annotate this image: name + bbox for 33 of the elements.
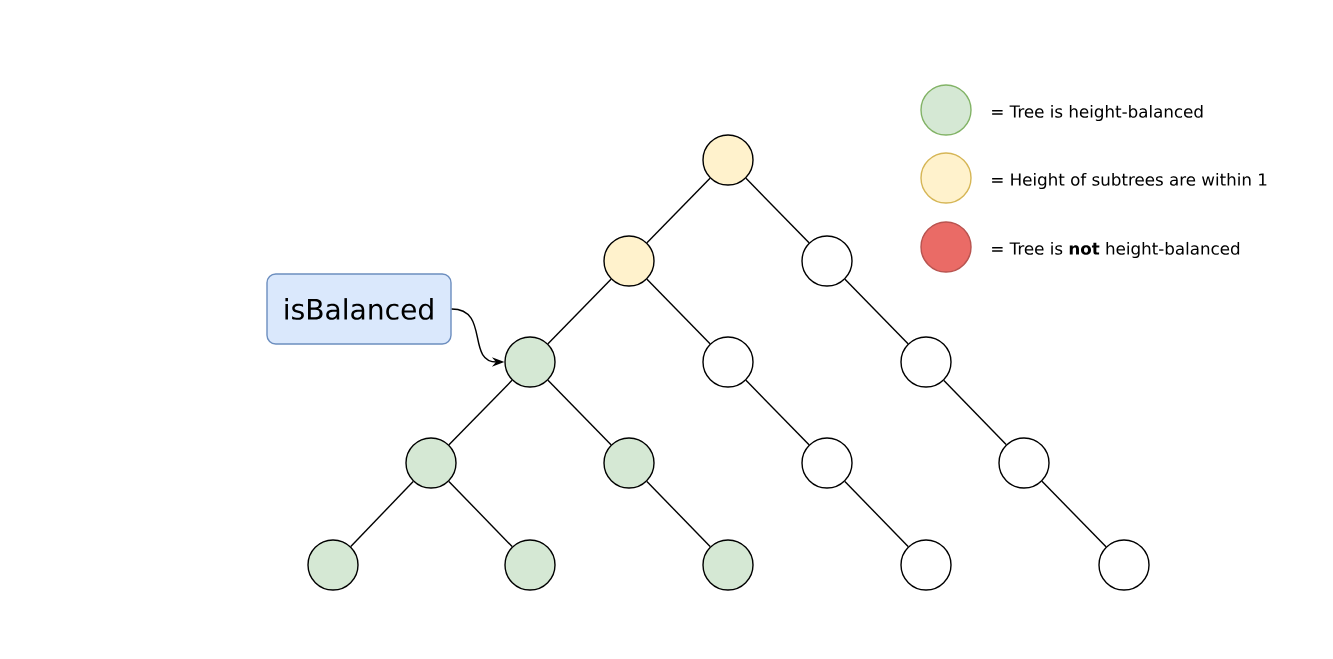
tree-node-circle <box>998 437 1050 489</box>
tree-edge <box>745 379 810 446</box>
tree-edge <box>350 480 414 548</box>
tree-node-circle <box>603 437 655 489</box>
legend-label: = Height of subtrees are within 1 <box>992 172 1267 190</box>
tree-edge <box>844 480 909 548</box>
tree-edge <box>448 480 513 548</box>
tree-node-circle <box>900 336 952 388</box>
tree-node-circle <box>702 134 754 186</box>
tree-edge <box>943 379 1007 446</box>
tree-edge <box>547 379 612 446</box>
tree-edge <box>646 278 711 345</box>
tree-edge <box>1041 480 1107 548</box>
process-box: isBalanced <box>266 273 452 345</box>
tree-edge <box>844 278 909 345</box>
tree-node-circle <box>307 539 359 591</box>
tree-edge <box>547 278 612 345</box>
tree-node-circle <box>702 539 754 591</box>
tree-node-circle <box>801 235 853 287</box>
tree-edge <box>745 177 810 244</box>
tree-edge <box>448 379 513 446</box>
tree-node-circle <box>1098 539 1150 591</box>
tree-edge <box>646 177 711 244</box>
tree-edge <box>646 480 711 548</box>
tree-node-circle <box>504 539 556 591</box>
tree-node-circle <box>504 336 556 388</box>
tree-node-circle <box>702 336 754 388</box>
tree-node-circle <box>603 235 655 287</box>
tree-node-circle <box>801 437 853 489</box>
legend-label: = Tree is not height-balanced <box>992 241 1240 259</box>
tree-node-circle <box>900 539 952 591</box>
legend-label: = Tree is height-balanced <box>992 104 1203 122</box>
tree-node-circle <box>405 437 457 489</box>
